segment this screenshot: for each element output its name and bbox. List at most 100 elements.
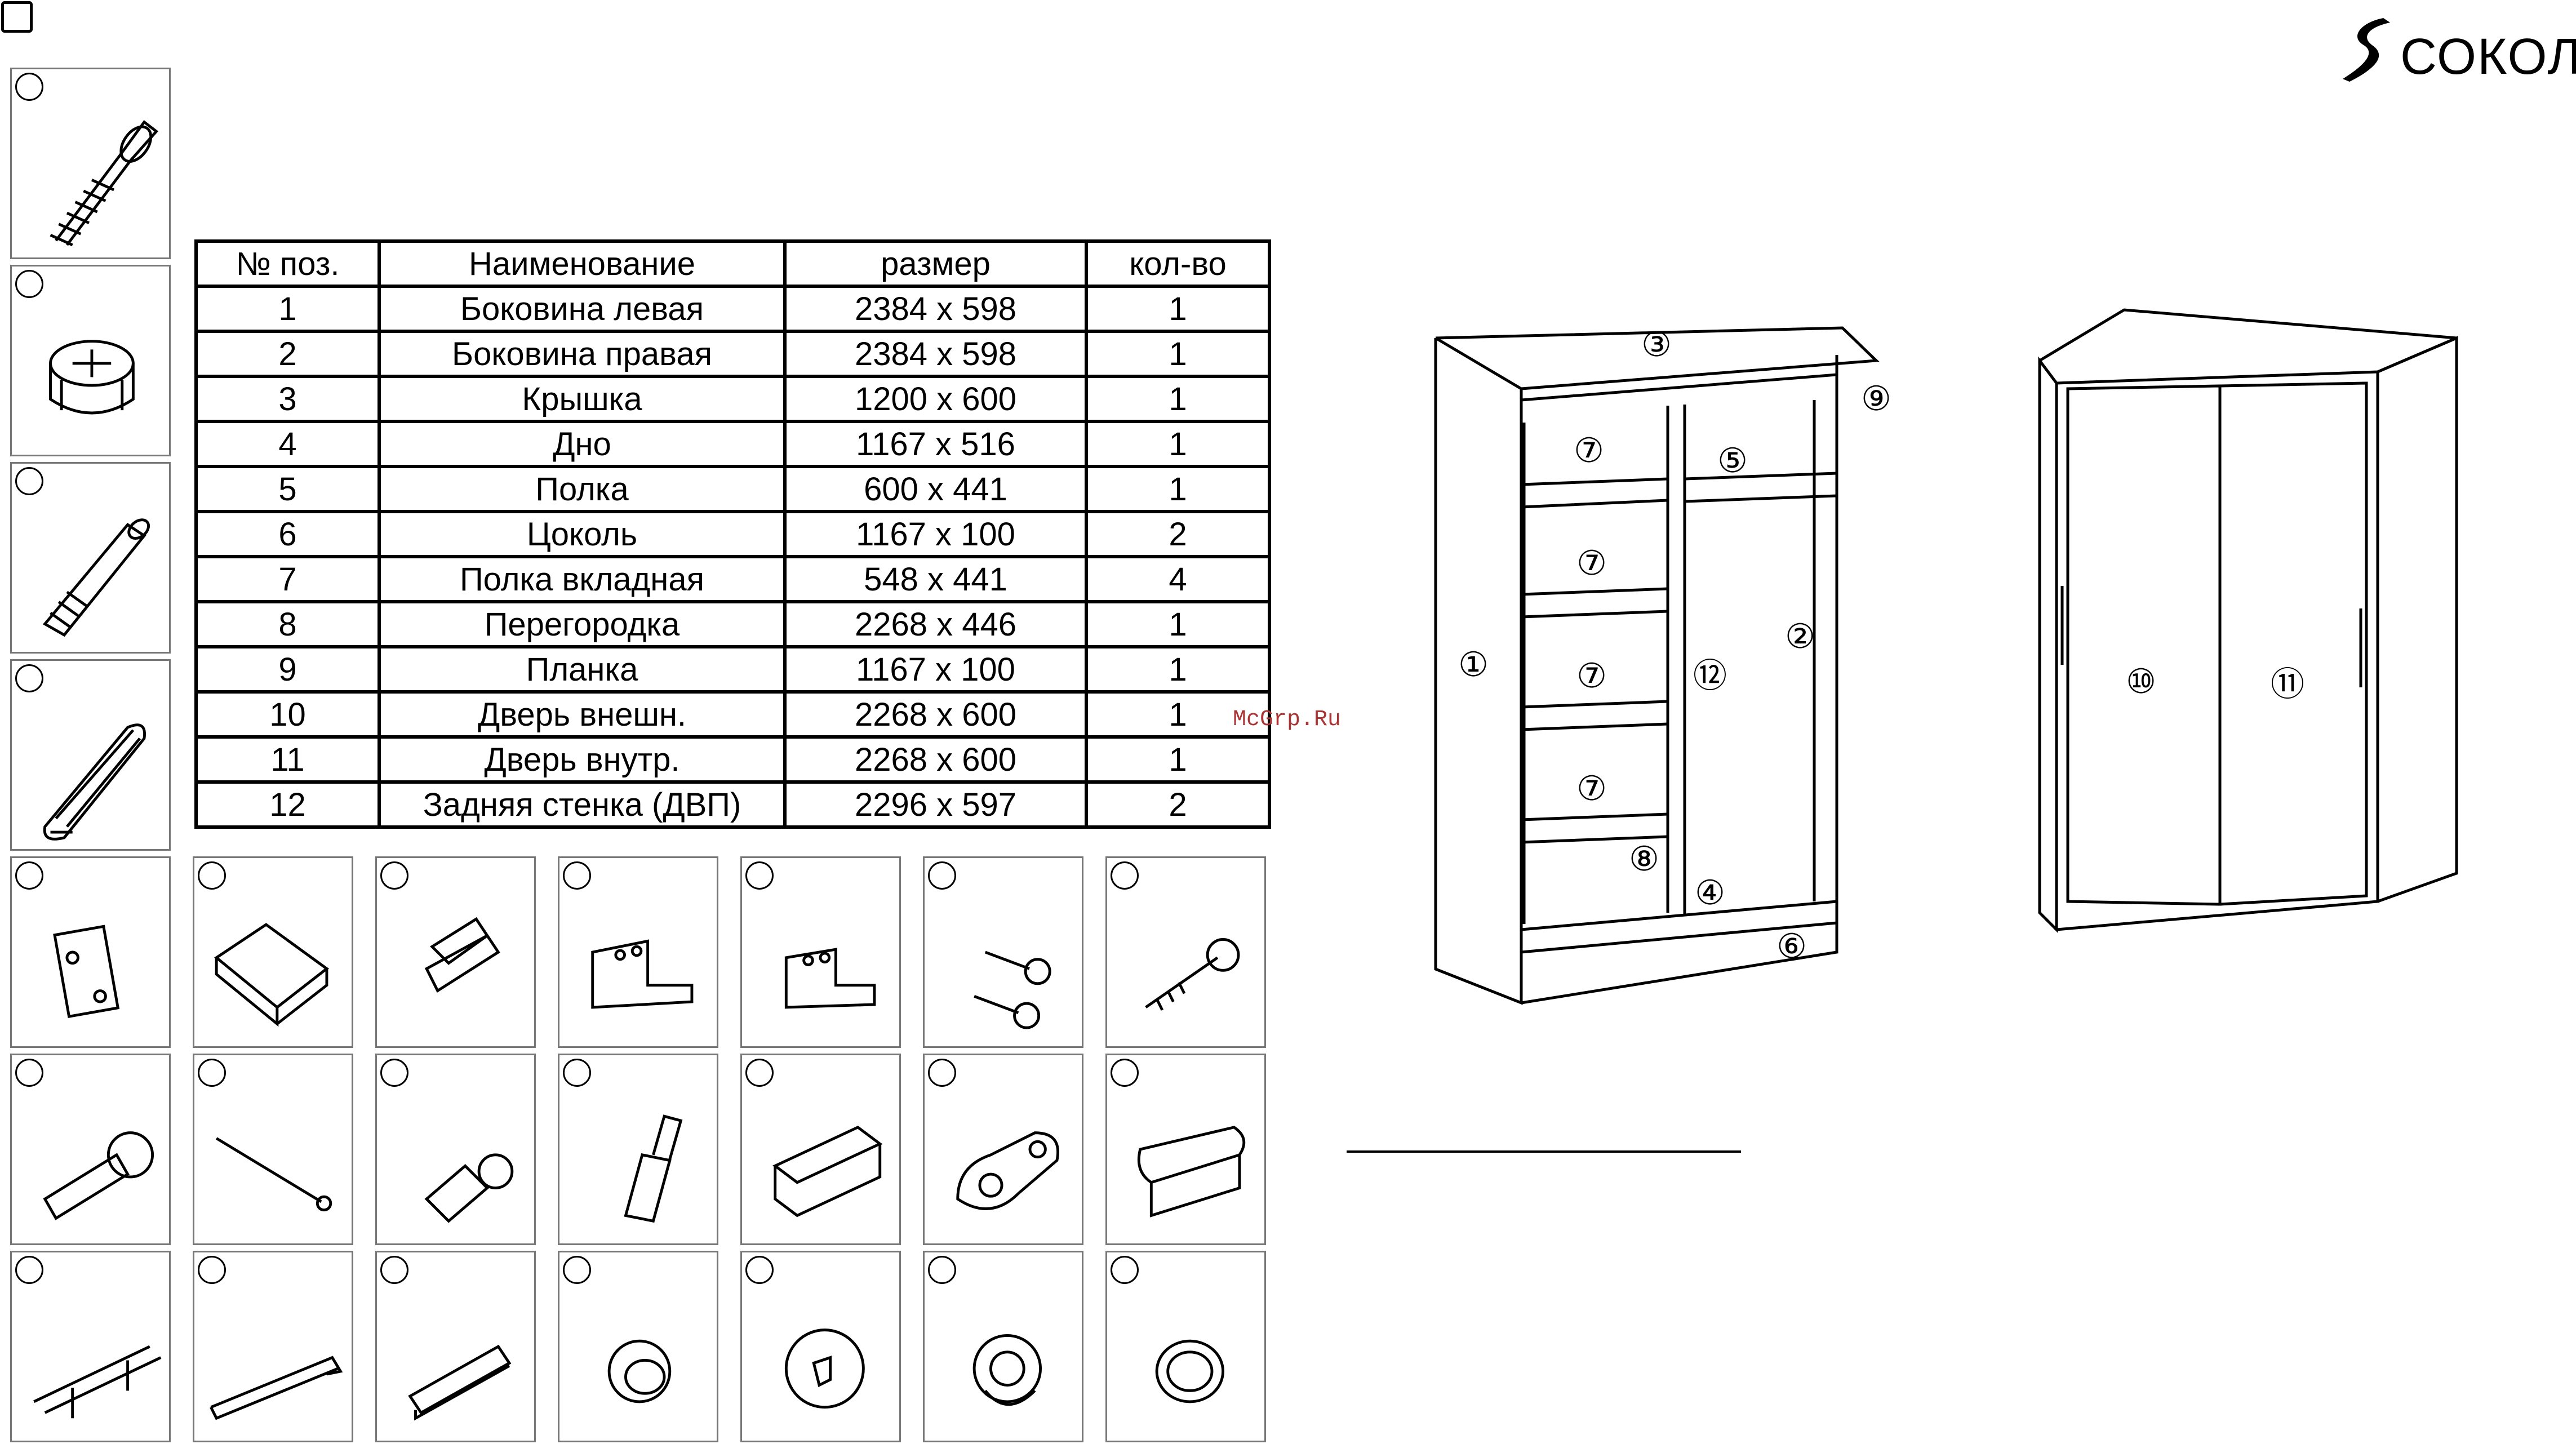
qty-circle bbox=[15, 270, 43, 298]
cell-qty: 4 bbox=[1085, 555, 1271, 603]
clip-bracket-icon bbox=[424, 917, 500, 993]
callout-1: ① bbox=[1458, 645, 1489, 685]
ring-washer-icon bbox=[1155, 1339, 1225, 1403]
rod-holder-icon bbox=[956, 1131, 1059, 1210]
cell-size: 2268 х 600 bbox=[783, 690, 1088, 739]
fitting-tile-rod-holder[interactable] bbox=[923, 1054, 1083, 1245]
qty-circle bbox=[928, 1256, 956, 1284]
u-bracket-icon bbox=[214, 923, 330, 1027]
fitting-tile-cap-knob[interactable] bbox=[558, 1251, 718, 1442]
machine-screw-icon bbox=[43, 1131, 154, 1220]
closed-wardrobe-drawing bbox=[2038, 308, 2458, 934]
cell-position: 8 bbox=[194, 600, 381, 648]
qty-circle bbox=[563, 861, 591, 890]
cell-qty: 1 bbox=[1085, 330, 1271, 378]
cell-size: 548 х 441 bbox=[783, 555, 1088, 603]
cell-name: Перегородка bbox=[377, 600, 787, 648]
cell-name: Крышка bbox=[377, 375, 787, 423]
qty-circle bbox=[1111, 1256, 1139, 1284]
cell-position: 6 bbox=[194, 510, 381, 558]
header-qty: кол-во bbox=[1085, 239, 1271, 288]
fitting-tile-profile-strip[interactable] bbox=[375, 1251, 536, 1442]
cell-qty: 1 bbox=[1085, 690, 1271, 739]
fitting-tile-cam-bolt[interactable] bbox=[10, 462, 171, 654]
fitting-tile-clip-bracket[interactable] bbox=[375, 856, 536, 1048]
part-callouts: ③ ⑨ ⑦ ⑤ ⑦ ① ⑦ ⑫ ② ⑦ ⑧ ④ ⑥ ⑩ ⑪ bbox=[1458, 325, 2304, 966]
qty-circle bbox=[1111, 1059, 1139, 1087]
qty-circle bbox=[928, 1059, 956, 1087]
fitting-tile-corner-plate[interactable] bbox=[740, 856, 901, 1048]
cell-size: 2384 х 598 bbox=[783, 330, 1088, 378]
brand-name: СОКОЛ bbox=[2400, 29, 2576, 85]
fitting-tile-bolt-screws[interactable] bbox=[923, 856, 1083, 1048]
fitting-tile-nail[interactable] bbox=[193, 1054, 353, 1245]
callout-2: ② bbox=[1785, 617, 1815, 656]
cell-position: 2 bbox=[194, 330, 381, 378]
fitting-tile-eccentric-cam[interactable] bbox=[10, 265, 171, 456]
qty-circle bbox=[15, 1256, 43, 1284]
cell-position: 10 bbox=[194, 690, 381, 739]
cell-name: Полка bbox=[377, 465, 787, 513]
sokol-logo-mark bbox=[2343, 18, 2390, 82]
header-position: № поз. bbox=[194, 239, 381, 288]
fitting-tile-screw-with-anchor[interactable] bbox=[375, 1054, 536, 1245]
cell-qty: 1 bbox=[1085, 375, 1271, 423]
cell-qty: 2 bbox=[1085, 780, 1271, 829]
fitting-tile-plastic-cap[interactable] bbox=[740, 1251, 901, 1442]
fitting-tile-hex-key[interactable] bbox=[193, 1251, 353, 1442]
fitting-tile-shelf-pin[interactable] bbox=[558, 1054, 718, 1245]
fitting-tile-confirmat-screw[interactable] bbox=[10, 68, 171, 259]
fitting-tile-cabinet-hinge[interactable] bbox=[10, 856, 171, 1048]
fitting-tile-rail-guide[interactable] bbox=[740, 1054, 901, 1245]
fitting-tile-hanging-rail[interactable] bbox=[1105, 1054, 1266, 1245]
qty-circle bbox=[15, 664, 43, 692]
cell-name: Дверь внешн. bbox=[377, 690, 787, 739]
cell-name: Планка bbox=[377, 645, 787, 694]
bolt-screws-icon bbox=[974, 950, 1051, 1029]
page-checkbox[interactable] bbox=[1, 1, 33, 33]
shelf-pin-icon bbox=[624, 1114, 683, 1223]
nail-icon bbox=[215, 1137, 332, 1212]
watermark: McGrp.Ru bbox=[1233, 707, 1342, 732]
sokol-logo: СОКОЛ bbox=[2338, 11, 2576, 90]
qty-circle bbox=[563, 1059, 591, 1087]
cell-position: 11 bbox=[194, 735, 381, 784]
qty-circle bbox=[380, 1059, 408, 1087]
callout-8: ⑧ bbox=[1629, 839, 1659, 879]
callout-10: ⑩ bbox=[2126, 662, 2156, 701]
fitting-tile-wood-screw[interactable] bbox=[1105, 856, 1266, 1048]
cell-size: 600 х 441 bbox=[783, 465, 1088, 513]
callout-7b: ⑦ bbox=[1576, 544, 1607, 583]
cell-position: 5 bbox=[194, 465, 381, 513]
fitting-tile-handle-bar[interactable] bbox=[10, 1251, 171, 1442]
fitting-tile-shelf-support-plate[interactable] bbox=[558, 856, 718, 1048]
header-name: Наименование bbox=[377, 239, 787, 288]
fitting-tile-machine-screw[interactable] bbox=[10, 1054, 171, 1245]
qty-circle bbox=[15, 1059, 43, 1087]
fitting-tile-ring-washer[interactable] bbox=[1105, 1251, 1266, 1442]
qty-circle bbox=[928, 861, 956, 890]
callout-4: ④ bbox=[1695, 873, 1725, 913]
callout-11: ⑪ bbox=[2271, 665, 2304, 704]
qty-circle bbox=[198, 1059, 226, 1087]
handle-bar-icon bbox=[33, 1345, 162, 1419]
cell-position: 4 bbox=[194, 420, 381, 468]
cell-position: 7 bbox=[194, 555, 381, 603]
fitting-tile-u-bracket[interactable] bbox=[193, 856, 353, 1048]
cell-size: 2268 х 446 bbox=[783, 600, 1088, 648]
fitting-tile-wooden-dowel[interactable] bbox=[10, 659, 171, 851]
cell-name: Цоколь bbox=[377, 510, 787, 558]
fitting-tile-knob-handle[interactable] bbox=[923, 1251, 1083, 1442]
cell-position: 3 bbox=[194, 375, 381, 423]
qty-circle bbox=[745, 1059, 774, 1087]
callout-7a: ⑦ bbox=[1574, 431, 1604, 470]
cam-bolt-icon bbox=[42, 518, 150, 637]
